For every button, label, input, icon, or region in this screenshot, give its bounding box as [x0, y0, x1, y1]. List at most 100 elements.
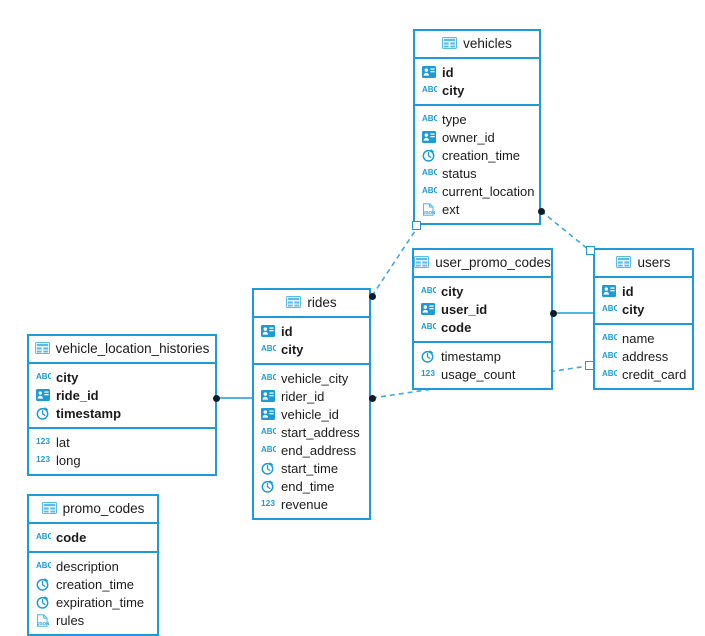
column-name: start_time — [281, 460, 339, 476]
column-row[interactable]: start_time — [254, 459, 369, 477]
column-section: ABC description creation_time expiration… — [29, 553, 157, 634]
abc-text-icon: ABC — [602, 332, 617, 345]
column-row[interactable]: ABC code — [414, 318, 551, 336]
svg-text:ABC: ABC — [422, 114, 437, 123]
column-row[interactable]: ABC city — [414, 282, 551, 300]
primary-key-section: id ABC city — [415, 59, 539, 106]
abc-text-icon: ABC — [261, 426, 276, 439]
column-name: code — [441, 319, 472, 335]
abc-text-icon: ABC — [422, 84, 437, 97]
table-user-promo-codes[interactable]: user_promo_codes ABC city user_id ABC co… — [412, 248, 553, 390]
column-name: user_id — [441, 301, 488, 317]
column-row[interactable]: id — [595, 282, 692, 300]
number-icon: 123 — [421, 368, 436, 381]
column-name: city — [442, 82, 465, 98]
primary-key-section: ABC code — [29, 524, 157, 553]
rel-rides-vehicles-socket — [412, 221, 421, 230]
column-name: owner_id — [442, 129, 495, 145]
table-header-user-promo-codes: user_promo_codes — [414, 250, 551, 278]
column-row[interactable]: creation_time — [415, 146, 539, 164]
rel-rides-vehicles-dot — [369, 293, 376, 300]
abc-text-icon: ABC — [422, 113, 437, 126]
column-row[interactable]: 123 revenue — [254, 495, 369, 513]
column-row[interactable]: ABC credit_card — [595, 365, 692, 383]
key-id-icon — [602, 284, 617, 298]
table-grid-icon — [442, 37, 458, 50]
clock-icon — [36, 595, 51, 609]
column-row[interactable]: ABC city — [29, 368, 215, 386]
column-row[interactable]: ABC type — [415, 110, 539, 128]
column-row[interactable]: timestamp — [414, 347, 551, 365]
column-row[interactable]: owner_id — [415, 128, 539, 146]
column-name: current_location — [442, 183, 535, 199]
column-row[interactable]: 123 usage_count — [414, 365, 551, 383]
table-promo-codes[interactable]: promo_codes ABC code ABC description cre… — [27, 494, 159, 636]
column-row[interactable]: ABC vehicle_city — [254, 369, 369, 387]
column-row[interactable]: end_time — [254, 477, 369, 495]
column-row[interactable]: ABC name — [595, 329, 692, 347]
column-row[interactable]: vehicle_id — [254, 405, 369, 423]
clock-icon — [421, 349, 436, 363]
column-name: city — [441, 283, 464, 299]
column-row[interactable]: ABC code — [29, 528, 157, 546]
column-row[interactable]: JSON ext — [415, 200, 539, 218]
column-name: status — [442, 165, 477, 181]
abc-text-icon: ABC — [421, 285, 436, 298]
column-row[interactable]: ABC city — [254, 340, 369, 358]
column-row[interactable]: creation_time — [29, 575, 157, 593]
column-row[interactable]: id — [415, 63, 539, 81]
table-name-label: vehicles — [463, 36, 512, 51]
column-row[interactable]: ABC end_address — [254, 441, 369, 459]
svg-text:JSON: JSON — [423, 210, 435, 215]
table-header-vehicles: vehicles — [415, 31, 539, 59]
column-row[interactable]: ABC description — [29, 557, 157, 575]
column-row[interactable]: ABC city — [415, 81, 539, 99]
column-row[interactable]: rider_id — [254, 387, 369, 405]
column-row[interactable]: id — [254, 322, 369, 340]
column-row[interactable]: ABC current_location — [415, 182, 539, 200]
json-icon: JSON — [36, 613, 51, 627]
clock-icon — [36, 577, 51, 591]
column-row[interactable]: ride_id — [29, 386, 215, 404]
clock-icon — [36, 406, 51, 420]
column-name: id — [442, 64, 454, 80]
svg-text:ABC: ABC — [422, 168, 437, 177]
table-header-rides: rides — [254, 290, 369, 318]
key-id-icon — [422, 65, 437, 79]
column-row[interactable]: expiration_time — [29, 593, 157, 611]
column-row[interactable]: user_id — [414, 300, 551, 318]
rel-rides-vehicles-line — [371, 227, 418, 297]
table-rides[interactable]: rides id ABC city ABC vehicle_city rider… — [252, 288, 371, 520]
column-row[interactable]: 123 long — [29, 451, 215, 469]
primary-key-section: ABC city user_id ABC code — [414, 278, 551, 343]
table-users[interactable]: users id ABC city ABC name ABC address A… — [593, 248, 694, 390]
table-vehicle-location-histories[interactable]: vehicle_location_histories ABC city ride… — [27, 334, 217, 476]
table-vehicles[interactable]: vehicles id ABC city ABC type — [413, 29, 541, 225]
key-id-icon — [261, 407, 276, 421]
abc-text-icon: ABC — [602, 350, 617, 363]
column-row[interactable]: ABC start_address — [254, 423, 369, 441]
rel-rides-users-dot — [369, 395, 376, 402]
column-row[interactable]: 123 lat — [29, 433, 215, 451]
column-row[interactable]: timestamp — [29, 404, 215, 422]
column-row[interactable]: JSON rules — [29, 611, 157, 629]
column-name: end_time — [281, 478, 335, 494]
column-name: city — [622, 301, 645, 317]
table-header-promo-codes: promo_codes — [29, 496, 157, 524]
abc-text-icon: ABC — [261, 372, 276, 385]
column-name: rider_id — [281, 388, 325, 404]
column-row[interactable]: ABC city — [595, 300, 692, 318]
column-name: name — [622, 330, 655, 346]
column-name: long — [56, 452, 81, 468]
column-row[interactable]: ABC status — [415, 164, 539, 182]
column-name: timestamp — [56, 405, 122, 421]
svg-text:ABC: ABC — [602, 333, 617, 342]
column-name: usage_count — [441, 366, 516, 382]
column-name: id — [622, 283, 634, 299]
svg-text:ABC: ABC — [422, 186, 437, 195]
column-section: 123 lat 123 long — [29, 429, 215, 474]
abc-text-icon: ABC — [422, 185, 437, 198]
column-row[interactable]: ABC address — [595, 347, 692, 365]
svg-text:ABC: ABC — [602, 369, 617, 378]
svg-text:ABC: ABC — [36, 372, 51, 381]
